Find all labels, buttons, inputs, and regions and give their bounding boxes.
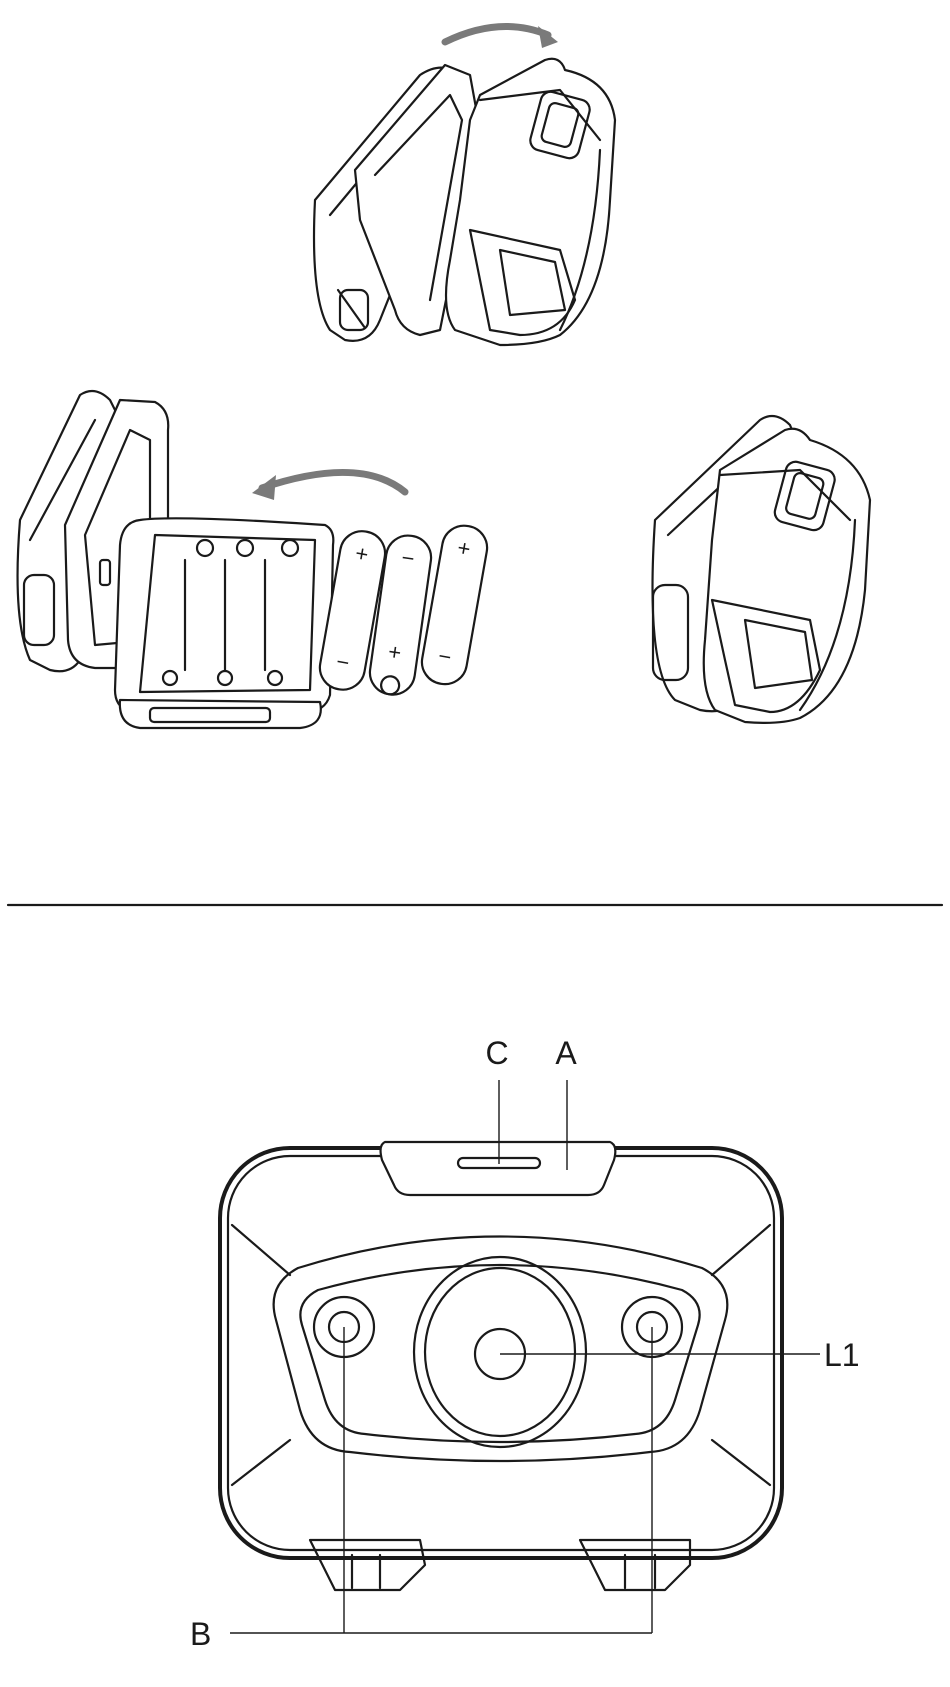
label-c: C xyxy=(485,1035,508,1071)
fig2-headlamp-open: + − − + + − xyxy=(18,391,491,728)
fig1-rotate-arrow xyxy=(445,26,548,42)
headlamp-body xyxy=(220,1148,782,1558)
label-b: B xyxy=(190,1616,211,1652)
fig4-front-view: C A L1 B xyxy=(190,1035,860,1652)
fig3-headlamp-closed xyxy=(653,416,871,723)
label-l1: L1 xyxy=(824,1337,860,1373)
fig1-headlamp-rotate xyxy=(314,26,615,345)
fig2-rotate-arrow xyxy=(262,472,405,492)
label-a: A xyxy=(555,1035,577,1071)
main-lens-l1 xyxy=(414,1257,586,1447)
